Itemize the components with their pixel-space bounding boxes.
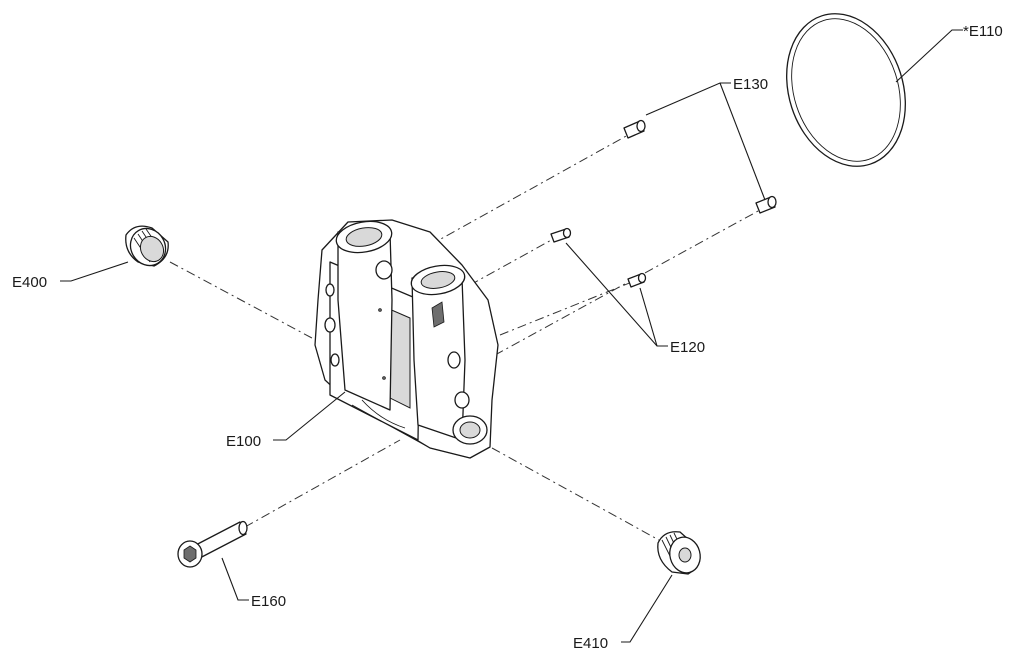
axis-e120-upper: [469, 237, 556, 286]
callout-labels: *E110 E130 E400 E120 E100 E160 E410: [12, 23, 1003, 652]
label-e400: E400: [12, 274, 47, 291]
leader-e100: [273, 391, 346, 441]
oring-e110: [786, 13, 906, 167]
pin-e130-upper: [623, 119, 646, 139]
leader-e130-a: [645, 82, 731, 116]
plug-e400: [125, 225, 169, 267]
leader-e120-b: [639, 287, 658, 347]
axis-e130-upper: [429, 134, 629, 246]
pin-e120-upper: [550, 227, 572, 243]
pin-e130-lower: [755, 195, 777, 214]
label-e130: E130: [733, 76, 768, 93]
leader-e130-b: [719, 82, 766, 201]
axis-e410: [491, 447, 669, 546]
leader-lines: [60, 29, 963, 643]
label-e110: *E110: [963, 23, 1003, 40]
axis-e130-lower: [494, 209, 761, 356]
axis-e400-to-body: [169, 261, 326, 346]
leader-e160: [221, 557, 249, 601]
assembly-axes: [169, 134, 761, 546]
leader-e110: [895, 29, 963, 83]
pin-e120-lower: [627, 272, 647, 288]
axis-e120-lower: [499, 281, 633, 336]
label-e160: E160: [251, 593, 286, 610]
axis-e160: [244, 439, 401, 528]
label-e410: E410: [573, 635, 608, 652]
leader-e400: [60, 261, 129, 282]
label-e100: E100: [226, 433, 261, 450]
screw-e160: [177, 520, 248, 568]
leader-e410: [621, 574, 673, 643]
body-e100: [314, 219, 499, 459]
label-e120: E120: [670, 339, 705, 356]
plug-e410: [657, 531, 701, 575]
